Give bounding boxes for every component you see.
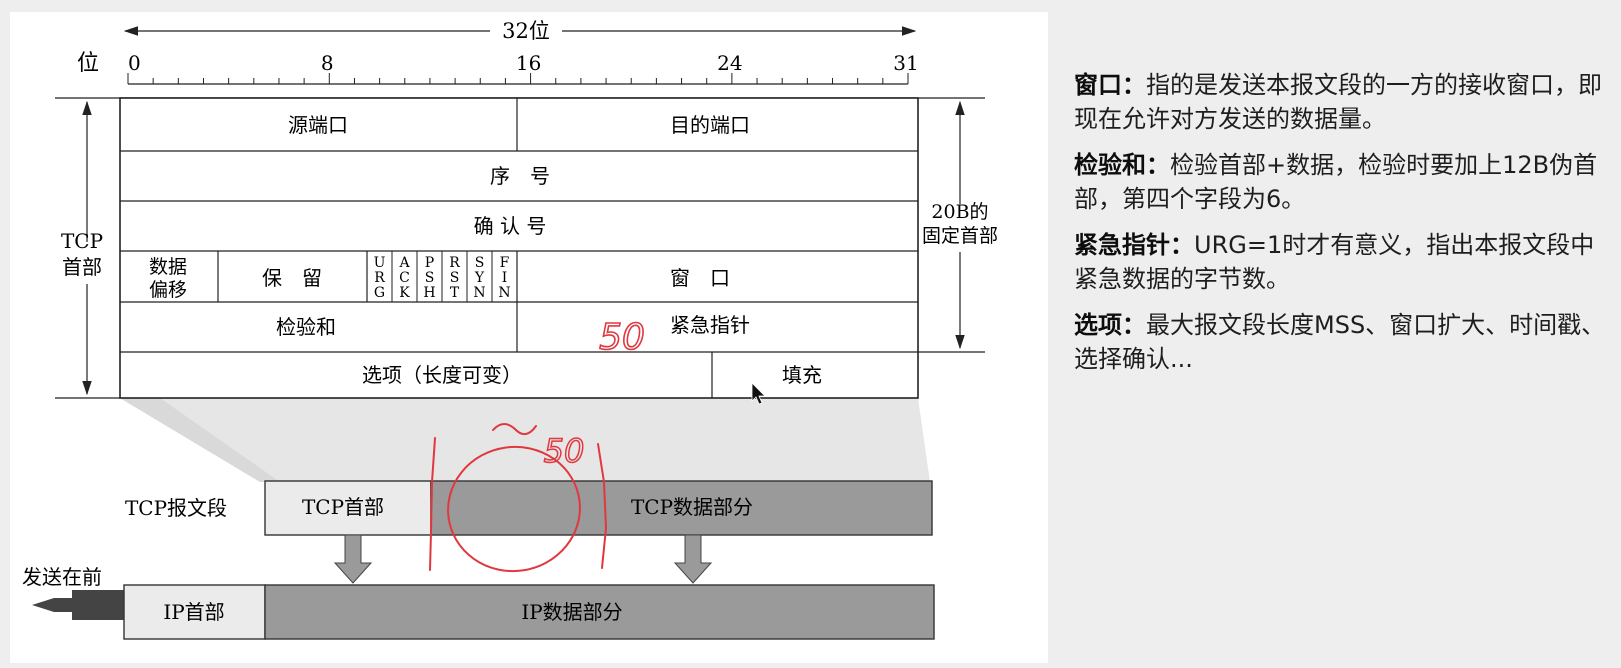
ruler-tick-label: 31	[893, 51, 918, 75]
mouse-cursor-icon	[751, 382, 766, 405]
note-urgent-text: URG=1时才有意义，指出本报文段中紧急数据的字节数。	[1074, 231, 1595, 293]
ruler-tick-label: 24	[717, 51, 742, 75]
ip-header-box	[123, 584, 266, 640]
flag-letter: G	[374, 285, 385, 301]
note-options: 选项：最大报文段长度MSS、窗口扩大、时间戳、选择确认...	[1074, 308, 1614, 376]
tcp-segment-data-text: TCP数据部分	[631, 495, 753, 519]
flag-letter: R	[449, 255, 460, 271]
note-urgent-term: 紧急指针：	[1074, 231, 1194, 259]
flag-letter: S	[450, 270, 460, 286]
field-notes: 窗口：指的是发送本报文段的一方的接收窗口，即现在允许对方发送的数据量。 检验和：…	[1074, 68, 1614, 388]
flag-letter: H	[423, 285, 435, 301]
handwritten-50-above-circle: 50	[544, 432, 585, 470]
tcp-header-label-line1: TCP	[61, 229, 103, 253]
note-options-text: 最大报文段长度MSS、窗口扩大、时间戳、选择确认...	[1074, 311, 1606, 373]
tcp-segment-data-box	[430, 480, 933, 536]
note-checksum-term: 检验和：	[1074, 151, 1170, 179]
field-dst-port: 目的端口	[670, 113, 750, 137]
handwritten-annotations	[429, 423, 607, 573]
flag-letter: R	[374, 270, 385, 286]
header-to-ip-arrow	[333, 534, 373, 584]
flag-letter: U	[374, 255, 386, 271]
tcp-header-label-line2: 首部	[62, 255, 102, 279]
handwritten-50-near-urgent: 50	[599, 317, 645, 358]
note-window-text: 指的是发送本报文段的一方的接收窗口，即现在允许对方发送的数据量。	[1074, 71, 1602, 133]
field-data-offset-line2: 偏移	[149, 279, 187, 301]
fixed-header-label-line2: 固定首部	[922, 225, 998, 247]
ip-data-text: IP数据部分	[521, 600, 622, 624]
red-bracket-right	[597, 443, 607, 569]
flag-letter: Y	[474, 270, 485, 286]
field-reserved: 保 留	[262, 266, 322, 290]
tcp-segment-label: TCP报文段	[125, 496, 227, 520]
ip-header-text: IP首部	[163, 600, 224, 624]
flag-letter: A	[398, 255, 410, 271]
send-direction-arrow	[32, 590, 124, 620]
field-window: 窗 口	[670, 266, 730, 290]
flag-letter: S	[425, 270, 435, 286]
ruler-tick-label: 8	[321, 51, 334, 75]
flag-letter: C	[399, 270, 410, 286]
note-checksum-text: 检验首部+数据，检验时要加上12B伪首部，第四个字段为6。	[1074, 151, 1598, 213]
field-src-port: 源端口	[288, 113, 348, 137]
red-circle-mark	[447, 445, 581, 573]
bit-ruler: 0 8 16 24 31	[127, 51, 919, 85]
note-window: 窗口：指的是发送本报文段的一方的接收窗口，即现在允许对方发送的数据量。	[1074, 68, 1614, 136]
ruler-tick-label: 16	[516, 51, 541, 75]
field-data-offset-line1: 数据	[149, 256, 187, 278]
note-window-term: 窗口：	[1074, 71, 1146, 99]
flag-letter: P	[425, 255, 434, 271]
field-checksum: 检验和	[276, 315, 336, 339]
fixed-header-label-line1: 20B的	[931, 201, 988, 223]
note-checksum: 检验和：检验首部+数据，检验时要加上12B伪首部，第四个字段为6。	[1074, 148, 1614, 216]
red-tilde-mark	[492, 423, 537, 436]
data-to-ip-arrow	[673, 534, 713, 584]
tcp-header-table	[119, 97, 919, 399]
width-label: 32位	[502, 19, 550, 43]
tcp-segment-header-text: TCP首部	[302, 495, 384, 519]
flag-letter: S	[475, 255, 485, 271]
flag-letter: K	[399, 285, 410, 301]
funnel-shade	[120, 398, 930, 482]
send-first-label: 发送在前	[22, 565, 102, 589]
funnel-shade-left	[120, 398, 280, 482]
field-options: 选项（长度可变）	[362, 363, 522, 387]
flag-letter: I	[502, 270, 508, 286]
field-ack-number: 确 认 号	[474, 214, 547, 238]
field-urgent-pointer: 紧急指针	[670, 313, 750, 337]
flag-letter: T	[450, 285, 460, 301]
field-padding: 填充	[782, 363, 822, 387]
note-urgent-pointer: 紧急指针：URG=1时才有意义，指出本报文段中紧急数据的字节数。	[1074, 228, 1614, 296]
red-bracket-left	[429, 437, 436, 571]
field-sequence-number: 序 号	[490, 164, 550, 188]
note-options-term: 选项：	[1074, 311, 1146, 339]
flag-letter: F	[500, 255, 510, 271]
flag-letter: N	[473, 285, 485, 301]
bit-label: 位	[77, 51, 99, 76]
ruler-tick-label: 0	[128, 51, 141, 75]
ip-data-box	[264, 584, 935, 640]
tcp-segment-header-box	[264, 480, 432, 536]
flag-letter: N	[498, 285, 510, 301]
